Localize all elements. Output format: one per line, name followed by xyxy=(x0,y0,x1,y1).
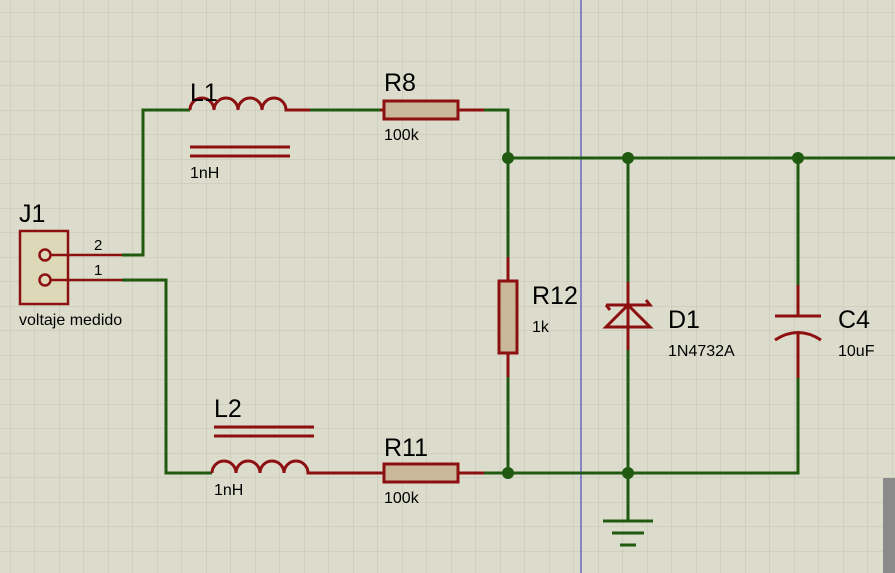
inductor-l2[interactable]: L2 1nH xyxy=(210,395,334,499)
wire-bottom-rail xyxy=(484,378,800,475)
connector-pin-1 xyxy=(38,273,52,287)
wire-j1-l2 xyxy=(122,278,212,475)
resistor-body xyxy=(382,462,460,484)
c4-ref-label: C4 xyxy=(838,306,870,334)
connector-j1[interactable]: J1 2 1 voltaje medido xyxy=(18,200,122,329)
resistor-body xyxy=(382,99,460,121)
capacitor-curved-plate xyxy=(774,331,822,342)
l2-value-label: 1nH xyxy=(214,482,243,499)
ground-symbol xyxy=(603,519,653,547)
junction-dot xyxy=(502,467,514,479)
junction-dot xyxy=(622,152,634,164)
diode-cathode-bar xyxy=(606,299,654,307)
j1-pin1-label: 1 xyxy=(94,262,102,279)
connector-body xyxy=(18,229,70,306)
l1-value-label: 1nH xyxy=(190,165,219,182)
l2-ref-label: L2 xyxy=(214,395,242,423)
j1-value-label: voltaje medido xyxy=(19,312,122,329)
r11-value-label: 100k xyxy=(384,490,420,507)
capacitor-c4[interactable]: C4 10uF xyxy=(774,285,875,378)
junctions xyxy=(502,152,804,479)
resistor-r8[interactable]: R8 100k xyxy=(380,69,484,144)
junction-dot xyxy=(622,467,634,479)
zener-diode-d1[interactable]: D1 1N4732A xyxy=(602,282,735,360)
r8-value-label: 100k xyxy=(384,127,420,144)
inductor-coil xyxy=(188,96,310,112)
connector-pin-2 xyxy=(38,248,52,262)
l1-ref-label: L1 xyxy=(190,79,218,107)
wire-r8-node xyxy=(484,108,510,158)
r12-ref-label: R12 xyxy=(532,282,578,310)
r8-ref-label: R8 xyxy=(384,69,416,97)
resistor-r11[interactable]: R11 100k xyxy=(334,434,484,507)
c4-value-label: 10uF xyxy=(838,343,875,360)
inductor-l1[interactable]: L1 1nH xyxy=(188,79,310,182)
resistor-body xyxy=(497,279,519,355)
resistor-r12[interactable]: R12 1k xyxy=(497,257,578,377)
d1-value-label: 1N4732A xyxy=(668,343,735,360)
diode-triangle xyxy=(602,302,654,329)
j1-pin2-label: 2 xyxy=(94,237,102,254)
diode-cathode-bend xyxy=(604,304,612,311)
wires xyxy=(122,108,895,520)
wire-j1-l1 xyxy=(122,108,190,257)
offscreen-element-edge xyxy=(883,478,895,573)
d1-ref-label: D1 xyxy=(668,306,700,334)
r12-value-label: 1k xyxy=(532,319,550,336)
junction-dot xyxy=(792,152,804,164)
r11-ref-label: R11 xyxy=(384,434,428,462)
junction-dot xyxy=(502,152,514,164)
inductor-coil xyxy=(210,459,334,475)
j1-ref-label: J1 xyxy=(19,200,45,228)
